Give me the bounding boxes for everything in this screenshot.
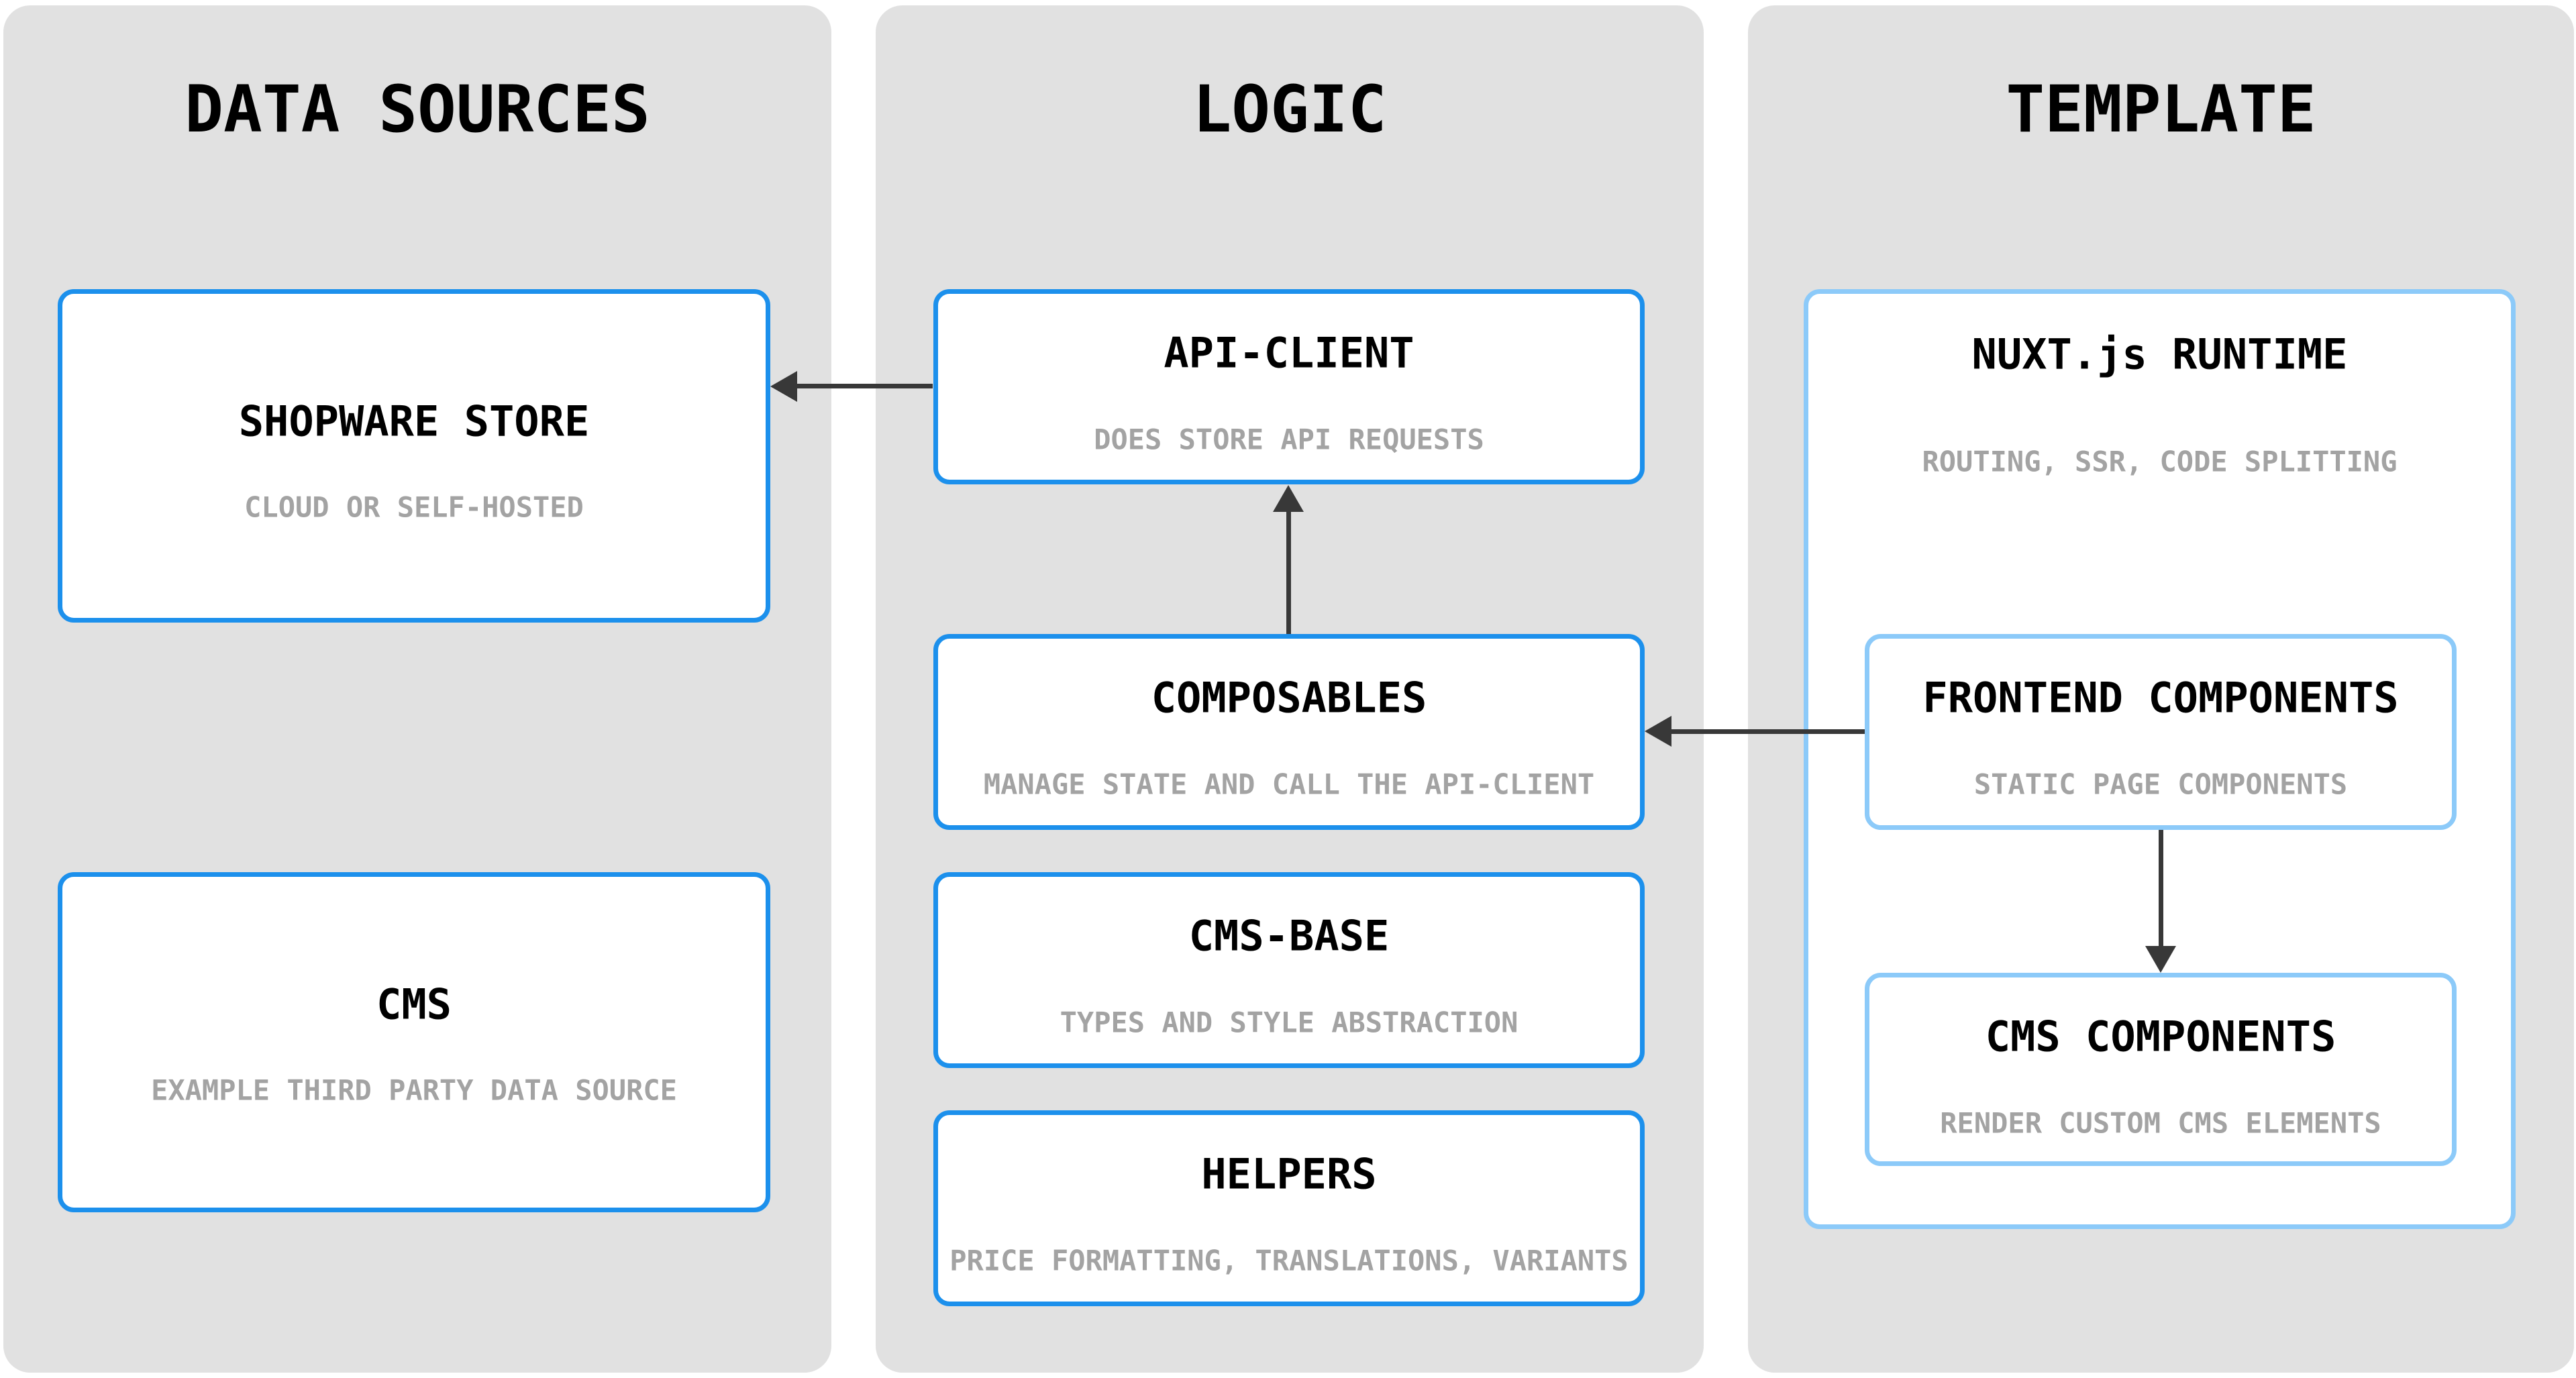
node-title: NUXT.js RUNTIME bbox=[1971, 329, 2348, 379]
arrowhead-left-icon bbox=[1645, 716, 1671, 747]
node-frontend-components: FRONTEND COMPONENTS STATIC PAGE COMPONEN… bbox=[1865, 634, 2457, 830]
node-subtitle: CLOUD OR SELF-HOSTED bbox=[244, 490, 584, 524]
node-title: CMS-BASE bbox=[1188, 911, 1390, 961]
node-composables: COMPOSABLES MANAGE STATE AND CALL THE AP… bbox=[933, 634, 1645, 830]
node-subtitle: MANAGE STATE AND CALL THE API-CLIENT bbox=[983, 767, 1595, 801]
arrowhead-up-icon bbox=[1273, 485, 1304, 512]
node-cms-components: CMS COMPONENTS RENDER CUSTOM CMS ELEMENT… bbox=[1865, 973, 2457, 1166]
node-title: COMPOSABLES bbox=[1151, 673, 1427, 723]
node-subtitle: PRICE FORMATTING, TRANSLATIONS, VARIANTS bbox=[949, 1244, 1629, 1277]
node-title: SHOPWARE STORE bbox=[238, 396, 590, 446]
arrow-line-frontend-to-cms-components bbox=[2159, 830, 2163, 949]
arrow-line-frontend-to-composables bbox=[1669, 729, 1865, 734]
arrow-line-api-client-to-shopware bbox=[794, 384, 933, 388]
node-cms-base: CMS-BASE TYPES AND STYLE ABSTRACTION bbox=[933, 872, 1645, 1068]
column-header-template: TEMPLATE bbox=[2006, 72, 2316, 147]
node-subtitle: TYPES AND STYLE ABSTRACTION bbox=[1060, 1006, 1518, 1039]
node-title: FRONTEND COMPONENTS bbox=[1922, 673, 2399, 723]
node-shopware-store: SHOPWARE STORE CLOUD OR SELF-HOSTED bbox=[58, 289, 770, 623]
node-api-client: API-CLIENT DOES STORE API REQUESTS bbox=[933, 289, 1645, 484]
node-helpers: HELPERS PRICE FORMATTING, TRANSLATIONS, … bbox=[933, 1110, 1645, 1306]
node-subtitle: STATIC PAGE COMPONENTS bbox=[1973, 767, 2348, 801]
node-subtitle: DOES STORE API REQUESTS bbox=[1094, 423, 1484, 456]
arrow-line-composables-to-api-client bbox=[1286, 509, 1291, 634]
node-title: HELPERS bbox=[1201, 1149, 1377, 1199]
node-cms: CMS EXAMPLE THIRD PARTY DATA SOURCE bbox=[58, 872, 770, 1212]
arrowhead-left-icon bbox=[770, 371, 797, 402]
node-subtitle: ROUTING, SSR, CODE SPLITTING bbox=[1922, 445, 2398, 478]
column-header-data-sources: DATA SOURCES bbox=[185, 72, 650, 147]
column-header-logic: LOGIC bbox=[1192, 72, 1387, 147]
node-subtitle: RENDER CUSTOM CMS ELEMENTS bbox=[1940, 1106, 2381, 1140]
node-title: CMS bbox=[376, 979, 452, 1029]
node-title: CMS COMPONENTS bbox=[1985, 1012, 2336, 1061]
node-subtitle: EXAMPLE THIRD PARTY DATA SOURCE bbox=[151, 1073, 677, 1107]
arrowhead-down-icon bbox=[2145, 946, 2176, 973]
node-title: API-CLIENT bbox=[1164, 328, 1414, 378]
